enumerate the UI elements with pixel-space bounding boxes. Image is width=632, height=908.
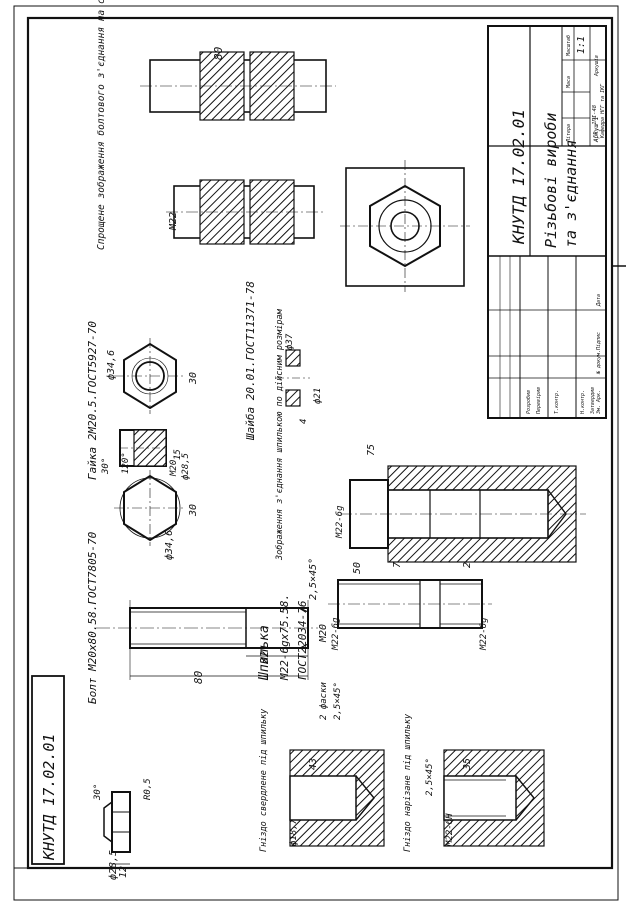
title-row-3: Т.контр.	[554, 390, 560, 414]
washer-section	[276, 349, 310, 407]
outer-frame	[13, 5, 619, 901]
bolt-dim-12: 12	[118, 866, 129, 878]
nut-label: Гайка 2М20.5.ГОСТ5927-70	[86, 321, 99, 480]
title-scale-header: Масштаб	[565, 35, 572, 57]
nut-dim-15: 15	[173, 449, 183, 460]
nut-hex-d346: ф34,6	[105, 350, 117, 380]
hole-drill-label: Гніздо свердлене під шпильку	[259, 708, 269, 852]
title-row-1: Розробив	[525, 390, 532, 414]
title-group: гр. 1ПІ-48	[592, 104, 598, 138]
title-col-4: Підпис	[596, 332, 602, 351]
hole-thread-dim-35: 35	[462, 758, 473, 771]
stud-dim-50: 50	[352, 562, 363, 574]
title-scale: 1:1	[576, 36, 587, 54]
title-letter-header: Літера	[566, 124, 572, 143]
hole-drill-dim-d187: ф18,7	[289, 818, 299, 846]
title-col-3: № докум.	[596, 350, 602, 375]
hole-thread-label: Гніздо нарізане під шпильку	[403, 713, 413, 852]
washer-dim-d37: ф37	[285, 333, 295, 350]
nut-dim-d285: ф28,5	[181, 453, 191, 480]
title-name-2: та з'єднання	[562, 140, 580, 248]
bolt-dim-m20: М20	[318, 624, 329, 643]
nut-dim-m20: М20	[169, 460, 179, 477]
washer-dim-d21: ф21	[313, 388, 323, 404]
simplified-label: Спрощене зображення болтового з'єднання …	[96, 0, 107, 250]
title-code: КНУТД 17.02.01	[509, 109, 528, 245]
simplified-dim-80: 80	[212, 46, 225, 60]
nut-hex-30: 30	[188, 372, 199, 385]
title-col-1: Зм.	[596, 405, 602, 415]
frame-code-box	[31, 675, 65, 865]
nut-side-view	[119, 429, 167, 467]
bolt-dim-r05: R0,5	[143, 778, 153, 800]
simplified-dim-m22: М22	[168, 212, 179, 231]
title-row-4: Н.контр.	[580, 390, 586, 415]
hole-drill	[289, 749, 385, 847]
title-name-1: Різьбові вироби	[542, 113, 560, 248]
stud-chamfer-dim: 2,5×45°	[333, 682, 343, 720]
stud-chamfer: 2 фаски	[319, 681, 329, 720]
hole-thread-dim-m22: М22-6Н	[445, 813, 455, 847]
stud-spec-2: ГОСТ22034-76	[296, 600, 309, 680]
bolt-dim-d285: ф28,5	[107, 850, 119, 880]
bolt-hex-d346: ф34,6	[163, 530, 175, 560]
title-sheets-header: Аркушів	[594, 55, 600, 77]
title-row-2: Перевірив	[536, 387, 542, 415]
nut-dim-120: 120°	[121, 452, 131, 474]
title-col-2: Арк.	[596, 390, 602, 403]
frame-code: КНУТД 17.02.01	[40, 734, 58, 861]
bolt-dim-80: 80	[192, 670, 205, 684]
bolt-head-hexagon	[114, 470, 186, 546]
stud-title: Шпилька	[257, 625, 272, 681]
stud-connection-dim-75: 75	[366, 444, 377, 456]
hole-thread	[443, 749, 545, 847]
bolt-dim-angle: 30°	[93, 784, 103, 801]
washer-label: Шайба 20.01.ГОСТ11371-78	[244, 281, 257, 441]
simplified-joint-1	[166, 179, 324, 245]
washer-dim-4: 4	[299, 419, 309, 424]
title-block	[487, 25, 607, 419]
stud-spec-1: М22-6gх75.58.	[278, 594, 291, 681]
title-mass-header: Маса	[566, 76, 572, 89]
stud-connection-label: Зображення з'єднання шпилькою по дійсним…	[274, 308, 285, 561]
bolt-dimensions	[112, 600, 309, 865]
title-dept: Кафедра НГГ та ІКГ	[600, 83, 606, 139]
hole-drill-dim-43: 43	[308, 758, 319, 770]
nut-dim-30deg: 30°	[101, 458, 111, 475]
bolt-hex-30: 30	[188, 504, 199, 517]
simplified-joint-2	[140, 51, 336, 121]
nut-top-view	[114, 338, 186, 414]
title-sheet: Аркуш 1	[593, 117, 600, 143]
title-col-5: Дата	[596, 294, 602, 307]
bolt-dim-chamfer: 2,5×45°	[308, 558, 319, 600]
stud-drawing	[328, 579, 492, 629]
bolt-label: Болт М20х80.58.ГОСТ7805-70	[86, 531, 99, 704]
stud-connection	[340, 465, 586, 563]
bolt-dim-32: 32	[258, 650, 271, 665]
stud-connection-dim-m22: М22-6g	[335, 505, 345, 539]
stud-dim-m22b: М22-6g	[479, 617, 489, 651]
joint-top-view	[340, 160, 470, 292]
title-row-5: Затвердив	[590, 387, 596, 415]
hole-thread-chamfer: 2,5×45°	[425, 758, 435, 796]
stud-dim-m22a: М22-6g	[331, 617, 341, 651]
